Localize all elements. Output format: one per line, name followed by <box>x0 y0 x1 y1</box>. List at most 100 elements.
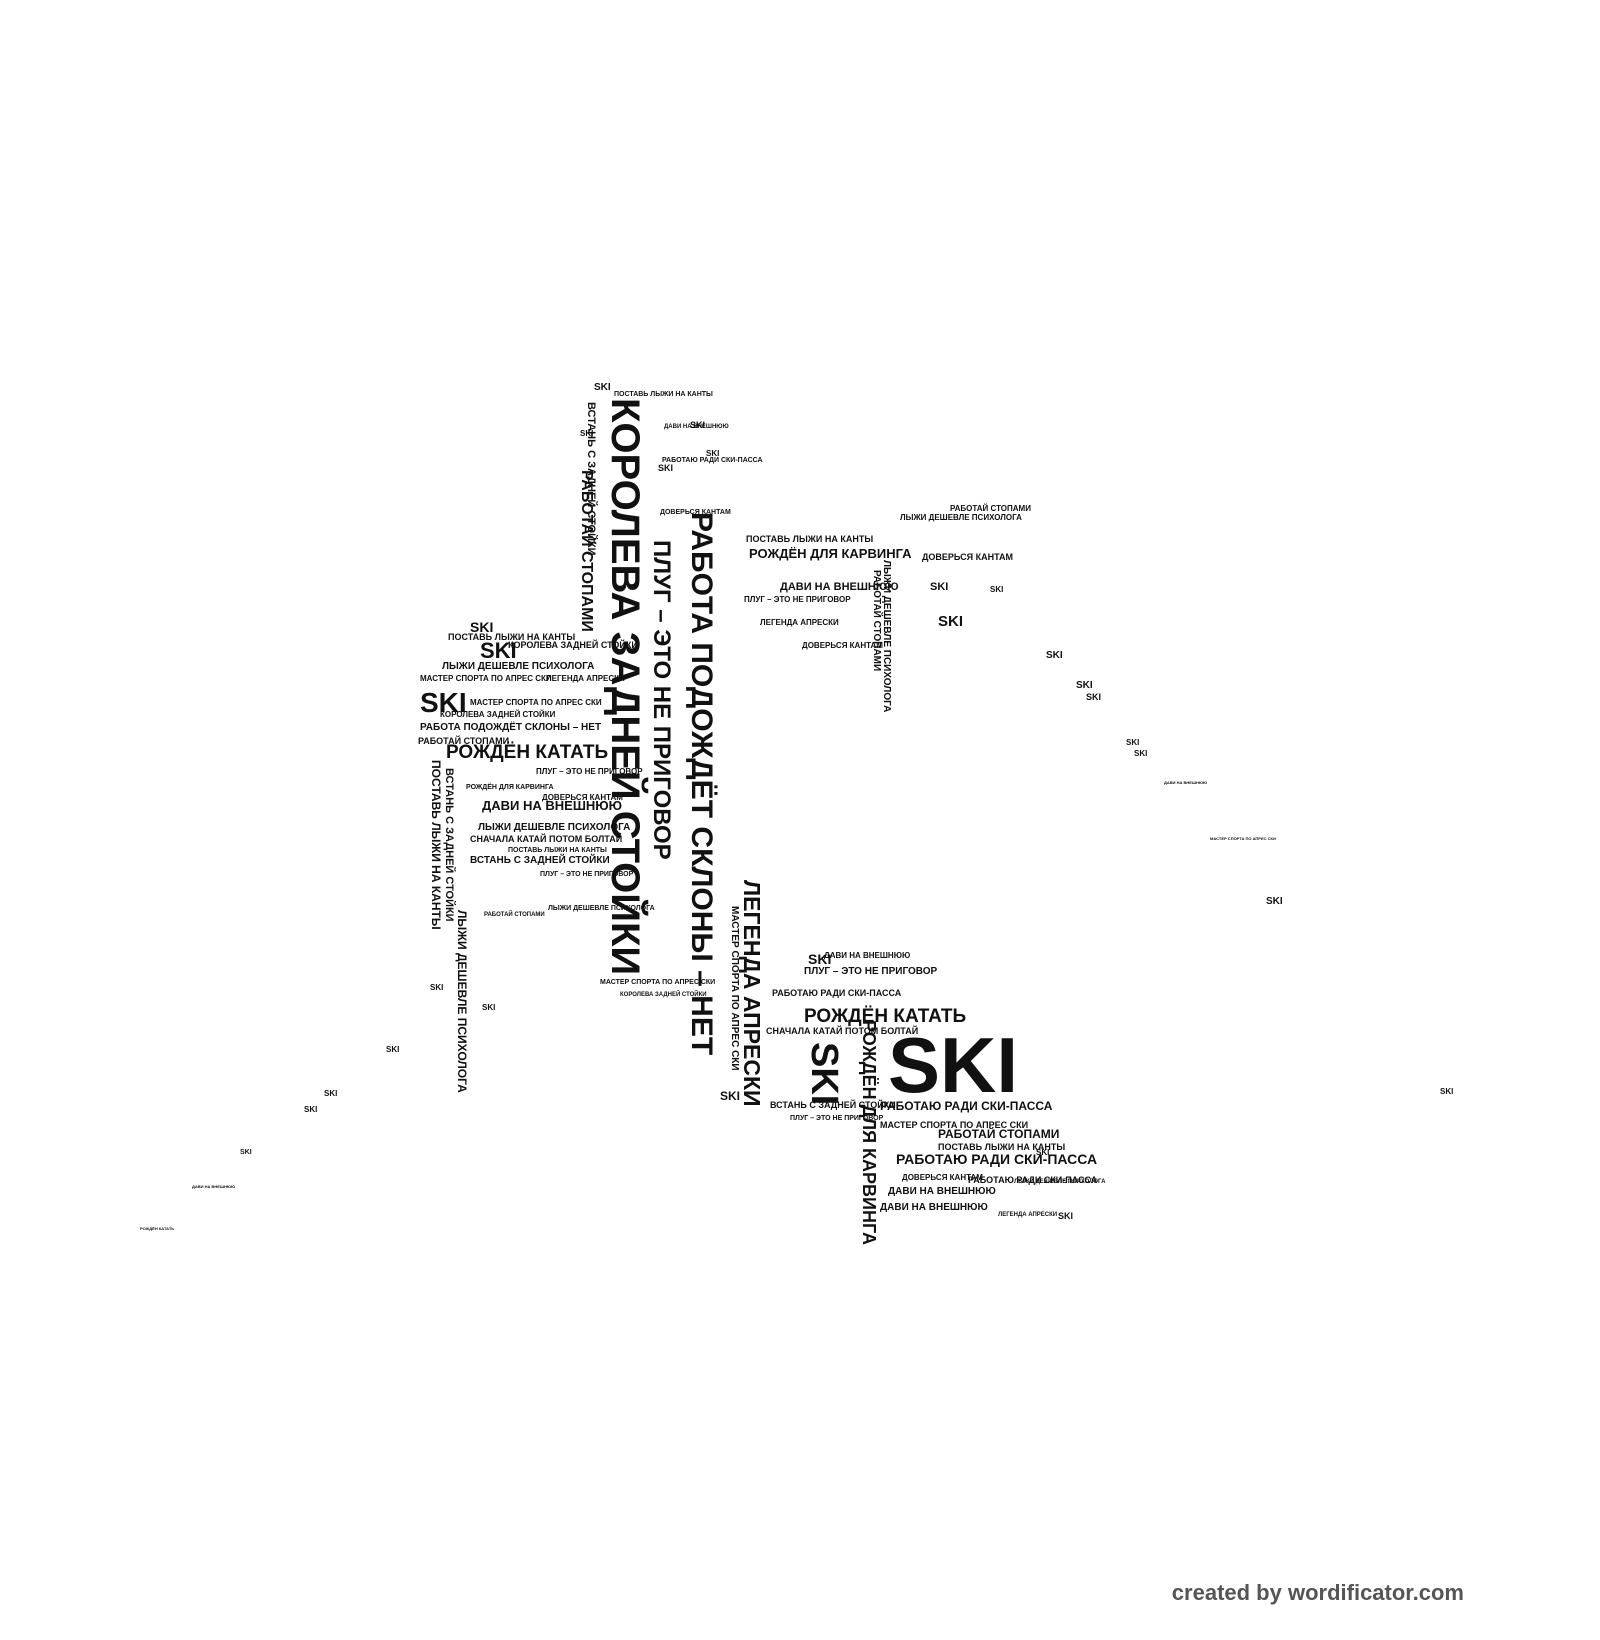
word-doveryay-leg: ДОВЕРЬСЯ КАНТАМ <box>902 1173 983 1182</box>
word-postav-head: ПОСТАВЬ ЛЫЖИ НА КАНТЫ <box>614 391 713 398</box>
word-postav-arm: ПОСТАВЬ ЛЫЖИ НА КАНТЫ <box>746 534 873 544</box>
word-snachala-left: СНАЧАЛА КАТАЙ ПОТОМ БОЛТАЙ <box>470 833 622 844</box>
word-rabotayu-3: РАБОТАЮ РАДИ СКИ-ПАССА <box>968 1175 1098 1185</box>
word-doveryay-arm-2: ДОВЕРЬСЯ КАНТАМ <box>802 641 883 650</box>
word-vstan-leg: ВСТАНЬ С ЗАДНЕЙ СТОЙКИ <box>770 1099 896 1110</box>
word-plug-vertical: ПЛУГ – ЭТО НЕ ПРИГОВОР <box>648 540 675 860</box>
word-vstan-left: ВСТАНЬ С ЗАДНЕЙ СТОЙКИ <box>470 853 610 866</box>
word-rozhden-katat-1: РОЖДЁН КАТАТЬ <box>804 1006 966 1027</box>
word-lyzhi-arm: ЛЫЖИ ДЕШЕВЛЕ ПСИХОЛОГА <box>900 513 1022 522</box>
word-plug-left: ПЛУГ – ЭТО НЕ ПРИГОВОР <box>536 767 643 776</box>
word-ski-scatter-13: SKI <box>430 983 443 992</box>
word-koroleva-low: КОРОЛЕВА ЗАДНЕЙ СТОЙКИ <box>620 990 707 998</box>
word-ski-scatter-4: SKI <box>1126 738 1139 747</box>
word-ski-scatter-2: SKI <box>1076 680 1093 691</box>
word-legenda-leg: ЛЕГЕНДА АПРЕСКИ <box>998 1212 1057 1218</box>
word-rabotay-stopami-vertical-2: РАБОТАЙ СТОПАМИ <box>871 570 884 671</box>
word-ski-huge: SKI <box>888 1021 1018 1109</box>
word-ski-arm: SKI <box>938 613 963 630</box>
word-koroleva-left: КОРОЛЕВА ЗАДНЕЙ СТОЙКИ <box>508 639 638 650</box>
word-rabotay-stopami-leg: РАБОТАЙ СТОПАМИ <box>938 1126 1059 1141</box>
word-ski-arm-2: SKI <box>930 581 948 593</box>
word-rabotay-stopami-arm: РАБОТАЙ СТОПАМИ <box>950 504 1031 513</box>
word-vstan-vertical-2: ВСТАНЬ С ЗАДНЕЙ СТОЙКИ <box>443 768 456 922</box>
word-master-left-2: МАСТЕР СПОРТА ПО АПРЕС СКИ <box>470 698 602 707</box>
word-koroleva-big: КОРОЛЕВА ЗАДНЕЙ СТОЙКИ <box>603 398 649 975</box>
word-master-vertical: МАСТЕР СПОРТА ПО АПРЕС СКИ <box>729 906 740 1071</box>
word-plug-left-2: ПЛУГ – ЭТО НЕ ПРИГОВОР <box>540 871 634 878</box>
word-davi-tiny-2: ДАВИ НА ВНЕШНЮЮ <box>1164 780 1207 785</box>
word-legenda-left: ЛЕГЕНДА АПРЕСКИ <box>546 674 625 683</box>
word-vstan-vertical: ВСТАНЬ С ЗАДНЕЙ СТОЙКИ <box>585 402 598 556</box>
word-ski-leg-3: SKI <box>1036 1148 1049 1157</box>
word-rabotayu-head: РАБОТАЮ РАДИ СКИ-ПАССА <box>662 457 763 464</box>
word-rozhden-katat-tiny: РОЖДЁН КАТАТЬ <box>140 1226 174 1231</box>
word-ski-left-2: SKI <box>480 638 517 663</box>
word-rabotayu-leg: РАБОТАЮ РАДИ СКИ-ПАССА <box>772 988 902 998</box>
word-snachala-leg: СНАЧАЛА КАТАЙ ПОТОМ БОЛТАЙ <box>766 1025 918 1036</box>
word-lyzhi-left-2: ЛЫЖИ ДЕШЕВЛЕ ПСИХОЛОГА <box>478 822 630 833</box>
word-lyzhi-left-3: ЛЫЖИ ДЕШЕВЛЕ ПСИХОЛОГА <box>548 905 655 912</box>
word-ski-scatter-8: SKI <box>386 1045 399 1054</box>
word-davi-arm: ДАВИ НА ВНЕШНЮЮ <box>780 581 899 593</box>
word-master-low: МАСТЕР СПОРТА ПО АПРЕС СКИ <box>600 979 715 986</box>
word-ski-head-5: SKI <box>580 429 593 438</box>
word-ski-scatter-10: SKI <box>304 1105 317 1114</box>
word-ski-head: SKI <box>594 382 611 393</box>
word-ski-head-4: SKI <box>706 449 719 458</box>
word-rozhden-katat-2: РОЖДЁН КАТАТЬ <box>446 742 608 763</box>
word-rozhden-karving-left: РОЖДЁН ДЛЯ КАРВИНГА <box>466 783 554 791</box>
word-ski-scatter-5: SKI <box>1134 749 1147 758</box>
word-davi-left: ДАВИ НА ВНЕШНЮЮ <box>482 798 622 813</box>
word-ski-head-3: SKI <box>658 463 673 473</box>
word-ski-mid: SKI <box>808 951 831 967</box>
word-rabotay-stopami-vertical: РАБОТАЙ СТОПАМИ <box>578 470 597 632</box>
word-master-leg: МАСТЕР СПОРТА ПО АПРЕС СКИ <box>880 1120 1028 1130</box>
word-doveryay-head: ДОВЕРЬСЯ КАНТАМ <box>660 509 731 516</box>
word-davi-leg-2: ДАВИ НА ВНЕШНЮЮ <box>880 1202 988 1213</box>
word-davi-leg: ДАВИ НА ВНЕШНЮЮ <box>888 1186 996 1197</box>
word-ski-left-3: SKI <box>470 619 493 635</box>
word-rozhden-karving-vertical: РОЖДЁН ДЛЯ КАРВИНГА <box>859 1020 879 1245</box>
word-davi-leg-3: ДАВИ НА ВНЕШНЮЮ <box>824 951 910 960</box>
word-rabotayu-1: РАБОТАЮ РАДИ СКИ-ПАССА <box>880 1099 1053 1113</box>
word-legenda-arm: ЛЕГЕНДА АПРЕСКИ <box>760 618 839 627</box>
word-master-tiny: МАСТЕР СПОРТА ПО АПРЕС СКИ <box>1210 836 1276 841</box>
word-lyzhi-left: ЛЫЖИ ДЕШЕВЛЕ ПСИХОЛОГА <box>442 661 594 672</box>
credit-text: created by wordificator.com <box>1171 1580 1464 1605</box>
word-doveryay-left: ДОВЕРЬСЯ КАНТАМ <box>542 793 623 802</box>
word-ski-scatter-11: SKI <box>240 1149 252 1156</box>
word-postav-leg: ПОСТАВЬ ЛЫЖИ НА КАНТЫ <box>938 1142 1065 1152</box>
word-koroleva-left-2: КОРОЛЕВА ЗАДНЕЙ СТОЙКИ <box>440 710 556 719</box>
word-ski-scatter-12: SKI <box>482 1003 495 1012</box>
word-postav-left-2: ПОСТАВЬ ЛЫЖИ НА КАНТЫ <box>508 847 607 854</box>
word-postav-vertical: ПОСТАВЬ ЛЫЖИ НА КАНТЫ <box>429 760 443 930</box>
word-postav-left: ПОСТАВЬ ЛЫЖИ НА КАНТЫ <box>448 632 575 642</box>
word-ski-head-2: SKI <box>690 420 705 430</box>
word-rabota-left: РАБОТА ПОДОЖДЁТ СКЛОНЫ – НЕТ <box>420 720 601 733</box>
word-ski-scatter-3: SKI <box>1086 692 1101 702</box>
word-lyzhi-vertical-2: ЛЫЖИ ДЕШЕВЛЕ ПСИХОЛОГА <box>881 560 892 712</box>
word-rabota-big: РАБОТА ПОДОЖДЁТ СКЛОНЫ – НЕТ <box>685 512 718 1055</box>
word-ski-scatter-7: SKI <box>1440 1087 1453 1096</box>
word-lyzhi-vertical: ЛЫЖИ ДЕШЕВЛЕ ПСИХОЛОГА <box>455 910 469 1093</box>
word-doveryay-arm: ДОВЕРЬСЯ КАНТАМ <box>922 552 1013 562</box>
word-davi-tiny: ДАВИ НА ВНЕШНЮЮ <box>192 1184 235 1189</box>
word-ski-leg-2: SKI <box>1058 1211 1073 1221</box>
word-master-left: МАСТЕР СПОРТА ПО АПРЕС СКИ <box>420 674 552 683</box>
word-ski-scatter-6: SKI <box>1266 896 1283 907</box>
word-rabotay-stopami-left: РАБОТАЙ СТОПАМИ <box>418 735 509 746</box>
word-ski-left-big: SKI <box>420 687 467 718</box>
word-plug-leg-2: ПЛУГ – ЭТО НЕ ПРИГОВОР <box>790 1115 884 1122</box>
word-lyzhi-leg: ЛЫЖИ ДЕШЕВЛЕ ПСИХОЛОГА <box>1014 1179 1106 1185</box>
word-ski-scatter-14: SKI <box>990 585 1003 594</box>
word-rozhden-karving-arm: РОЖДЁН ДЛЯ КАРВИНГА <box>749 546 912 561</box>
word-ski-leg-1: SKI <box>720 1089 740 1103</box>
word-plug-arm: ПЛУГ – ЭТО НЕ ПРИГОВОР <box>744 595 851 604</box>
word-ski-scatter-1: SKI <box>1046 650 1063 661</box>
word-rabotay-stopami-left-2: РАБОТАЙ СТОПАМИ <box>484 910 545 918</box>
word-plug-leg: ПЛУГ – ЭТО НЕ ПРИГОВОР <box>804 966 938 977</box>
word-davi-head: ДАВИ НА ВНЕШНЮЮ <box>664 424 729 430</box>
